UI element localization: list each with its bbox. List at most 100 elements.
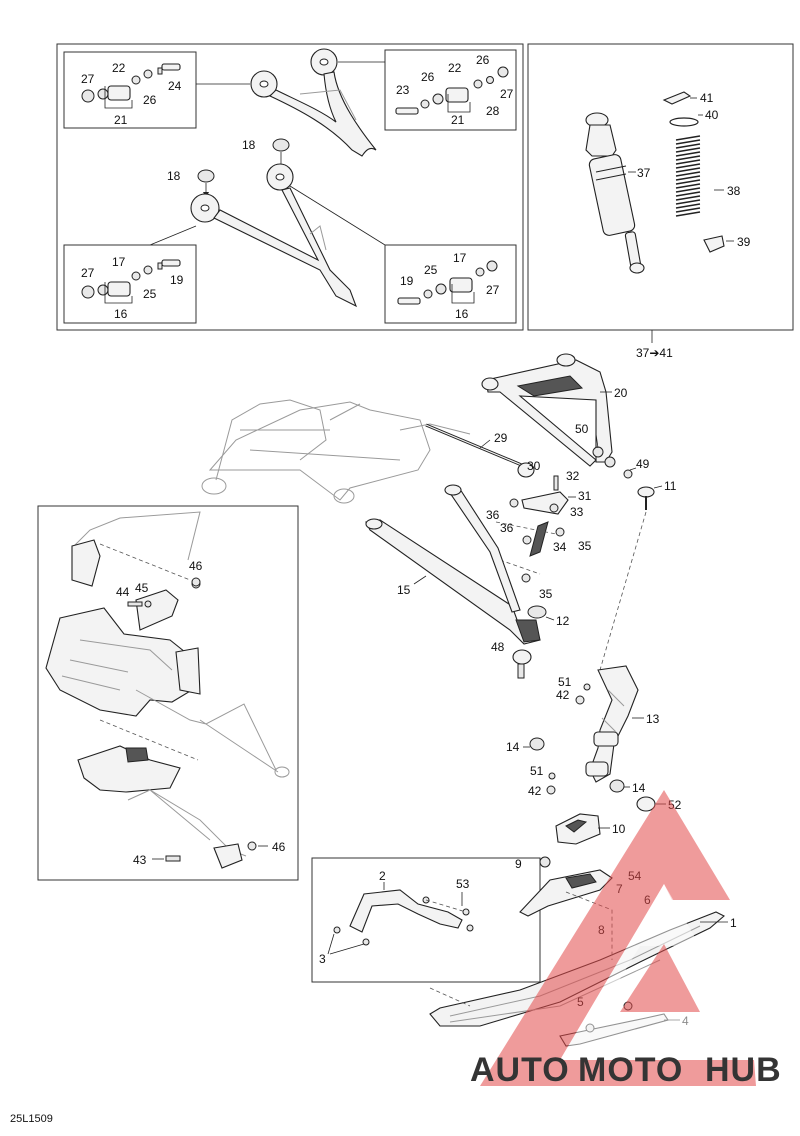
lower-a-arm-assembled: [365, 484, 541, 645]
callout-36: 36: [500, 521, 514, 535]
callout-34: 34: [553, 540, 567, 554]
callout-44: 44: [116, 585, 130, 599]
callout-14: 14: [506, 740, 520, 754]
bolt-44: [127, 601, 143, 607]
spring-illustration: [662, 91, 725, 253]
callout-35: 35: [578, 539, 592, 553]
frame-mounting-panel: 46 44 45 43 46: [37, 505, 299, 881]
upper-a-arm-assembled: [481, 353, 616, 468]
bolt-kit-lower-right: [397, 260, 498, 305]
callout-13: 13: [646, 712, 660, 726]
callout-27: 27: [486, 283, 500, 297]
callout-38: 38: [727, 184, 741, 198]
callout-26: 26: [143, 93, 157, 107]
ball-joint-11: [623, 469, 655, 510]
frame-illustration: [45, 511, 290, 869]
callout-27: 27: [81, 72, 95, 86]
callout-33: 33: [570, 505, 584, 519]
washer-45: [144, 600, 152, 608]
callout-9: 9: [515, 857, 522, 871]
callout-51: 51: [530, 764, 544, 778]
bushing-52: [636, 796, 656, 812]
callout-42: 42: [528, 784, 542, 798]
watermark-hub: HUB: [705, 1051, 782, 1089]
callout-17: 17: [453, 251, 467, 265]
bracket-31-and-hardware: [509, 475, 569, 583]
ring-12: [527, 605, 547, 619]
washer-51-upper: [583, 683, 591, 691]
figure-code: 25L1509: [10, 1113, 53, 1125]
frame-panel-frame: [37, 505, 299, 881]
callout-43: 43: [133, 853, 147, 867]
pad-10: [555, 813, 601, 845]
upper-a-arm-illustration: [196, 48, 385, 157]
bolt-kit-upper-left: [81, 63, 181, 109]
callout-37: 37: [637, 166, 651, 180]
bushing-14-left: [529, 737, 545, 751]
sub-box-lower-right: [384, 244, 517, 324]
handle-panel: 2 53 3: [311, 857, 541, 983]
callout-30: 30: [527, 459, 541, 473]
callout-26: 26: [421, 70, 435, 84]
callout-36: 36: [486, 508, 500, 522]
nut-46-bottom: [247, 841, 257, 851]
callout-46: 46: [272, 840, 286, 854]
callout-21: 21: [451, 113, 465, 127]
bolt-kit-upper-right: [395, 66, 509, 115]
callout-19: 19: [170, 273, 184, 287]
callout-24: 24: [168, 79, 182, 93]
callout-45: 45: [135, 581, 149, 595]
callout-46: 46: [189, 559, 203, 573]
washer-18-upper: [272, 138, 290, 152]
ball-joint-48: [512, 649, 532, 679]
callout-3: 3: [319, 952, 326, 966]
steering-tie-rod: [425, 423, 535, 478]
nut-42-lower: [546, 785, 556, 795]
callout-51: 51: [558, 675, 572, 689]
callout-14: 14: [632, 781, 646, 795]
lower-a-arm-illustration: [149, 163, 386, 308]
callout-16: 16: [114, 307, 128, 321]
bolt-kit-lower-left: [81, 259, 181, 304]
callout-16: 16: [455, 307, 469, 321]
a-arm-hardware-panel: 27 22 26 24 21 23 26 22 26 27 28 21: [56, 43, 524, 331]
callout-21: 21: [114, 113, 128, 127]
callout-1: 1: [730, 916, 737, 930]
callout-29: 29: [494, 431, 508, 445]
callout-22: 22: [448, 61, 462, 75]
callout-17: 17: [112, 255, 126, 269]
ghost-frame-reference: [201, 399, 471, 504]
spindle-illustration: [585, 665, 639, 783]
callout-15: 15: [397, 583, 411, 597]
nut-46-top: [191, 577, 201, 587]
handle-panel-frame: [311, 857, 541, 983]
callout-42: 42: [556, 688, 570, 702]
callout-41: 41: [700, 91, 714, 105]
callout-40: 40: [705, 108, 719, 122]
callout-22: 22: [112, 61, 126, 75]
callout-18: 18: [167, 169, 181, 183]
callout-39: 39: [737, 235, 751, 249]
bushing-14-right: [609, 779, 625, 793]
callout-25: 25: [143, 287, 157, 301]
callout-18: 18: [242, 138, 256, 152]
callout-26: 26: [476, 53, 490, 67]
callout-53: 53: [456, 877, 470, 891]
callout-32: 32: [566, 469, 580, 483]
shock-absorber-illustration: [585, 112, 645, 274]
panel-frame: [56, 43, 524, 331]
shock-panel-frame: [527, 43, 794, 331]
callout-19: 19: [400, 274, 414, 288]
callout-20: 20: [614, 386, 628, 400]
callout-28: 28: [486, 104, 500, 118]
watermark-moto: MOTO: [578, 1051, 683, 1089]
automotohub-watermark: AUTO MOTO HUB: [470, 790, 782, 1089]
callout-31: 31: [578, 489, 592, 503]
callout-49: 49: [636, 457, 650, 471]
callout-50: 50: [575, 422, 589, 436]
shock-absorber-panel: 37 41 40 38 39: [527, 43, 794, 331]
callout-27: 27: [500, 87, 514, 101]
sub-box-lower-left: [63, 244, 197, 324]
callout-27: 27: [81, 266, 95, 280]
